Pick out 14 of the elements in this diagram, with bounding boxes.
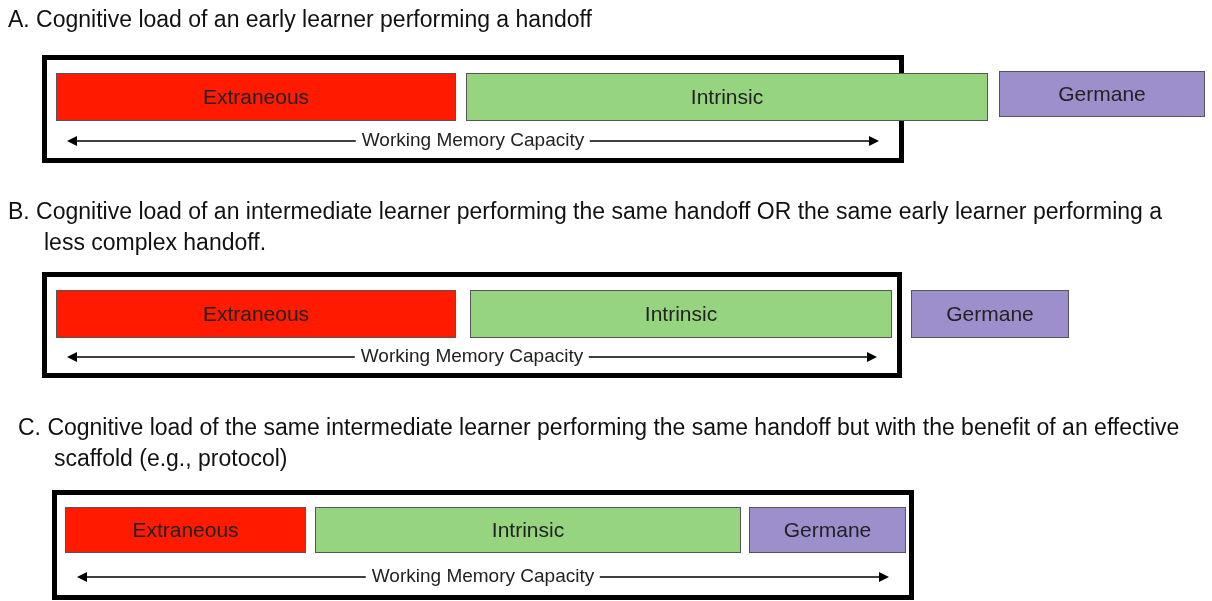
load-bar: Germane	[749, 507, 906, 553]
load-bar: Intrinsic	[315, 507, 741, 553]
capacity-frame	[42, 272, 902, 378]
load-bar: Intrinsic	[466, 73, 988, 121]
load-bar: Extraneous	[65, 507, 306, 553]
section-heading: B. Cognitive load of an intermediate learner performing the same handoff OR the same early learner performing a less complex handoff.	[8, 197, 1164, 257]
load-bar: Germane	[999, 71, 1205, 117]
capacity-frame	[52, 490, 914, 600]
section-heading: A. Cognitive load of an early learner performing a handoff	[8, 5, 593, 34]
load-bar: Extraneous	[56, 73, 456, 121]
load-bar: Intrinsic	[470, 290, 892, 338]
load-bar: Germane	[911, 290, 1069, 338]
load-bar: Extraneous	[56, 290, 456, 338]
section-heading: C. Cognitive load of the same intermediate learner performing the same handoff but with the benefit of an effective scaffold (e.g., protocol)	[18, 413, 1181, 473]
